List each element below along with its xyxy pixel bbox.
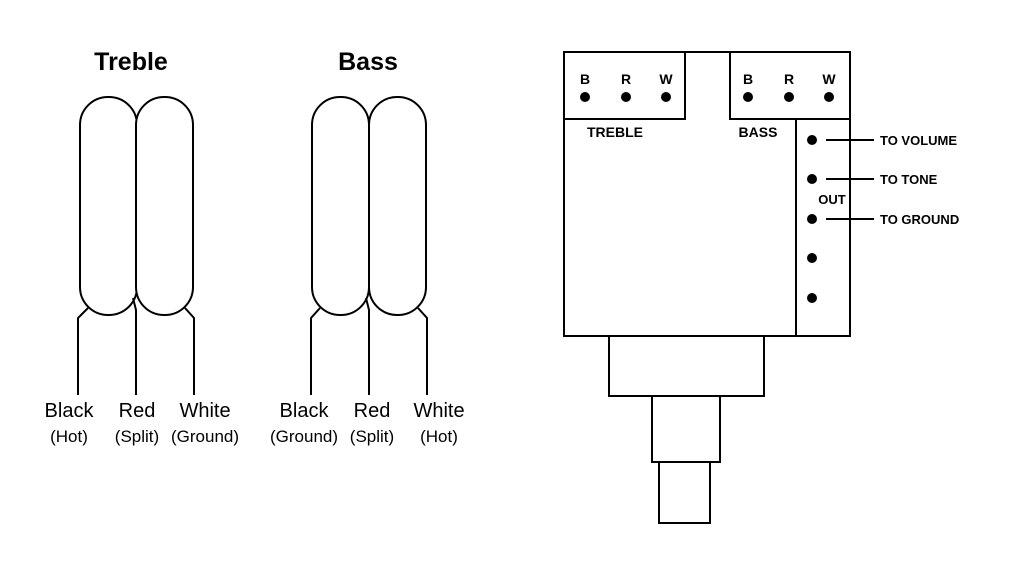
bass-pin-b bbox=[743, 92, 753, 102]
treble-wire-label-white: White bbox=[179, 400, 230, 422]
out-pin-2 bbox=[807, 174, 817, 184]
module-shaft-middle bbox=[651, 395, 721, 463]
treble-section-label: TREBLE bbox=[587, 124, 643, 140]
bass-wire-white bbox=[417, 307, 428, 395]
module-shaft-tip bbox=[658, 461, 711, 524]
bass-wire-label-black: Black bbox=[280, 400, 330, 422]
bass-wire-role-black: (Ground) bbox=[270, 427, 338, 446]
bass-wire-label-red: Red bbox=[354, 400, 391, 422]
out-pin-4 bbox=[807, 253, 817, 263]
bass-wire-label-white: White bbox=[413, 400, 464, 422]
out-pin-1 bbox=[807, 135, 817, 145]
out-label: OUT bbox=[818, 192, 846, 207]
out-pin-3 bbox=[807, 214, 817, 224]
to-volume-label: TO VOLUME bbox=[880, 133, 957, 148]
treble-pin-w bbox=[661, 92, 671, 102]
bass-coil-right bbox=[368, 96, 427, 316]
bass-pin-label-w: W bbox=[822, 71, 836, 87]
treble-pin-label-b: B bbox=[580, 71, 590, 87]
treble-wire-red bbox=[132, 297, 137, 395]
treble-wire-white bbox=[184, 307, 195, 395]
treble-input-block bbox=[563, 51, 686, 120]
treble-wire-role-white: (Ground) bbox=[171, 427, 239, 446]
treble-wire-black bbox=[77, 307, 89, 395]
treble-coil-left bbox=[79, 96, 138, 316]
treble-pin-label-w: W bbox=[659, 71, 673, 87]
treble-title: Treble bbox=[94, 48, 168, 76]
treble-wire-role-black: (Hot) bbox=[50, 427, 88, 446]
treble-pin-label-r: R bbox=[621, 71, 631, 87]
treble-wire-label-black: Black bbox=[45, 400, 95, 422]
bass-title: Bass bbox=[338, 48, 398, 76]
treble-pin-r bbox=[621, 92, 631, 102]
bass-input-block bbox=[729, 51, 851, 120]
module-body bbox=[563, 51, 851, 337]
to-ground-label: TO GROUND bbox=[880, 212, 959, 227]
treble-pickup: Treble Black Red White (Hot) (Split) (Gr… bbox=[45, 48, 239, 446]
treble-coil-right bbox=[135, 96, 194, 316]
treble-wire-role-red: (Split) bbox=[115, 427, 159, 446]
module-shaft-base bbox=[608, 335, 765, 397]
bass-wire-role-white: (Hot) bbox=[420, 427, 458, 446]
to-tone-label: TO TONE bbox=[880, 172, 938, 187]
bass-wire-black bbox=[310, 307, 321, 395]
bass-wire-role-red: (Split) bbox=[350, 427, 394, 446]
bass-pin-w bbox=[824, 92, 834, 102]
treble-pin-b bbox=[580, 92, 590, 102]
out-pin-5 bbox=[807, 293, 817, 303]
bass-section-label: BASS bbox=[739, 124, 778, 140]
bass-pickup: Bass Black Red White (Ground) (Split) (H… bbox=[270, 48, 465, 446]
treble-wire-label-red: Red bbox=[119, 400, 156, 422]
bass-pin-label-r: R bbox=[784, 71, 794, 87]
bass-pin-r bbox=[784, 92, 794, 102]
switch-module: B R W B R W TREBLE BASS OUT TO VOLUME TO… bbox=[563, 51, 959, 524]
bass-coil-left bbox=[311, 96, 370, 316]
bass-wire-red bbox=[365, 297, 370, 395]
bass-pin-label-b: B bbox=[743, 71, 753, 87]
